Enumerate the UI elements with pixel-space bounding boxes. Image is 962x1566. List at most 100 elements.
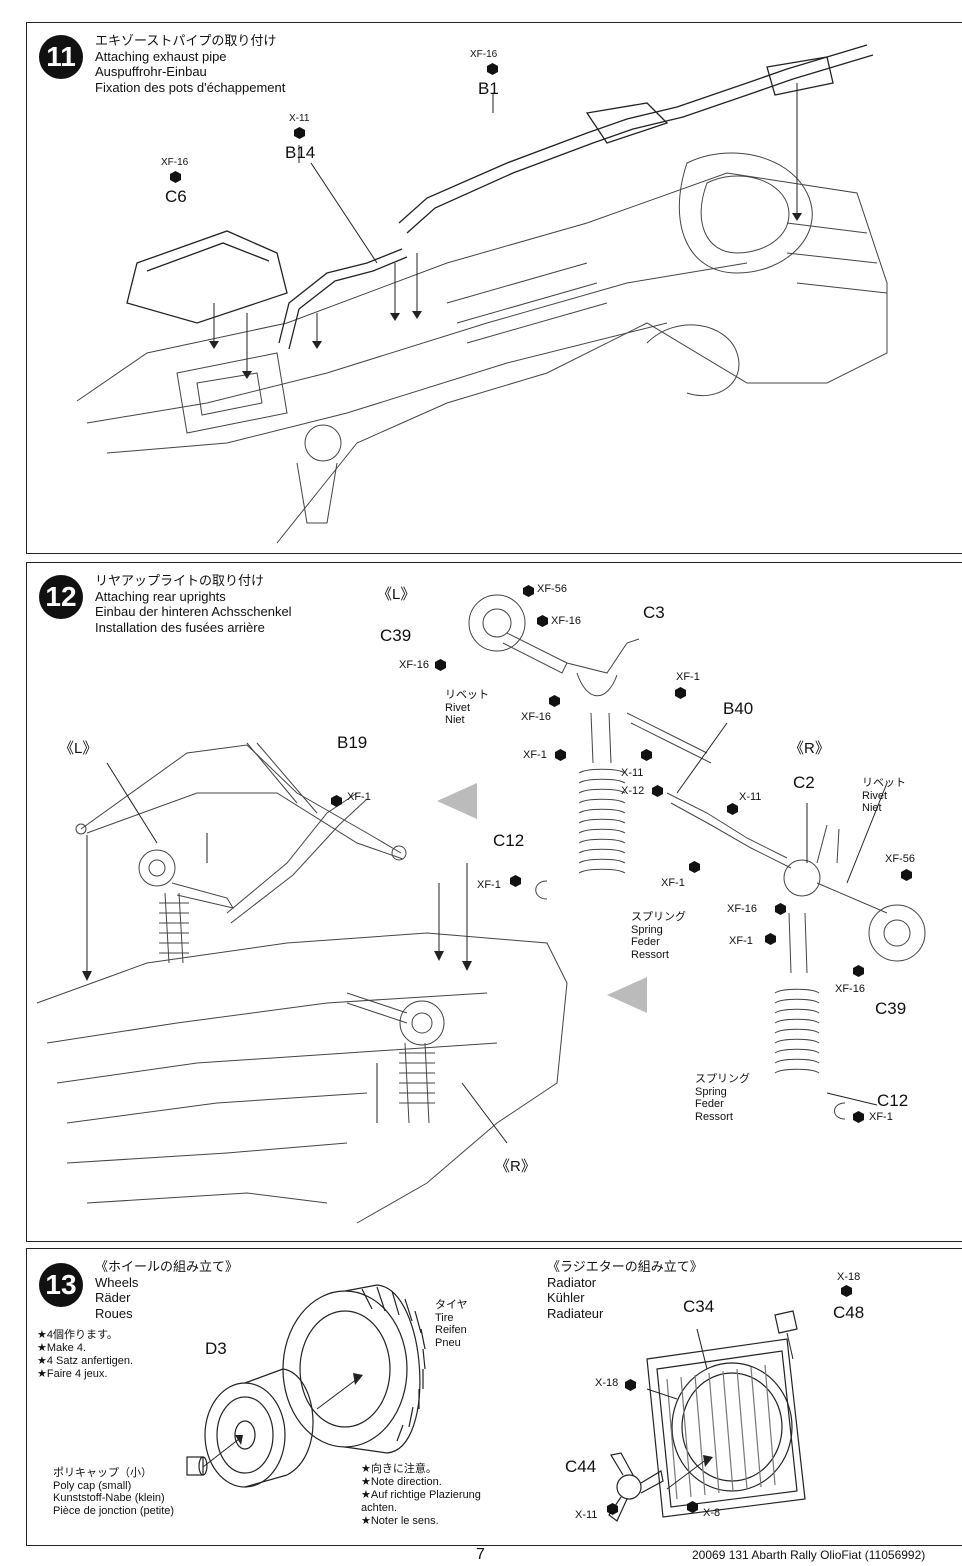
step-12-illustration xyxy=(36,594,926,1224)
step-12-panel: 12 リヤアップライトの取り付け Attaching rear uprights… xyxy=(26,562,962,1242)
polycap-label: ポリキャップ（小） Poly cap (small) Kunststoff-Na… xyxy=(53,1467,174,1517)
screw-icon xyxy=(537,615,548,627)
screw-label-x18: X-18 xyxy=(595,1377,619,1389)
step-11-illustration xyxy=(76,44,888,544)
screw-icon xyxy=(435,659,446,671)
screw-label-xf1: XF-1 xyxy=(869,1111,893,1123)
wheels-title: 《ホイールの組み立て》 Wheels Räder Roues xyxy=(95,1259,238,1321)
direction-note: ★向きに注意。 ★Note direction. ★Auf richtige P… xyxy=(361,1463,481,1528)
step-13-illustration xyxy=(186,1284,806,1522)
title-en: Attaching rear uprights xyxy=(95,588,226,604)
part-label-b14: B14 xyxy=(285,143,316,162)
screw-icon xyxy=(853,965,864,977)
screw-icon xyxy=(549,695,560,707)
title-fr: Fixation des pots d'échappement xyxy=(95,79,286,95)
title-en: Wheels xyxy=(95,1274,139,1290)
screw-icon xyxy=(727,803,738,815)
part-label-d3: D3 xyxy=(205,1339,227,1358)
screw-label-xf1: XF-1 xyxy=(523,749,547,761)
spring-ja: スプリング xyxy=(695,1073,750,1085)
screw-label-xf1: XF-1 xyxy=(676,671,700,683)
part-label-c2: C2 xyxy=(793,773,815,792)
screw-label-x11: X-11 xyxy=(739,791,762,803)
rivet-de: Niet xyxy=(445,714,465,726)
title-ja: リヤアップライトの取り付け xyxy=(95,573,265,588)
polycap-de: Kunststoff-Nabe (klein) xyxy=(53,1492,165,1504)
title-ja: 《ホイールの組み立て》 xyxy=(95,1259,239,1274)
screw-icon xyxy=(641,749,652,761)
step-11-title: エキゾーストパイプの取り付け Attaching exhaust pipe Au… xyxy=(95,33,285,95)
screw-icon xyxy=(775,903,786,915)
tire-en: Tire xyxy=(435,1311,454,1324)
screw-label-xf1: XF-1 xyxy=(477,879,501,891)
note-en: ★Note direction. xyxy=(361,1476,442,1488)
step-number-13: 13 xyxy=(39,1263,83,1307)
step-13-panel: 13 《ホイールの組み立て》 Wheels Räder Roues ★4個作りま… xyxy=(26,1248,962,1546)
spring-de: Feder xyxy=(631,936,660,948)
title-en: Radiator xyxy=(547,1274,597,1290)
title-fr: Installation des fusées arrière xyxy=(95,619,265,635)
screw-icon xyxy=(487,63,498,75)
title-de: Kühler xyxy=(547,1290,585,1305)
spring-ja: スプリング xyxy=(631,911,686,923)
screw-label-x11: X-11 xyxy=(575,1509,598,1521)
side-label-right: 《R》 xyxy=(789,740,830,757)
side-label-right: 《R》 xyxy=(495,1158,536,1175)
note-de: ★Auf richtige Plazierung xyxy=(361,1489,481,1501)
screw-label-xf16: XF-16 xyxy=(551,615,581,627)
note-fr: ★Faire 4 jeux. xyxy=(37,1368,108,1380)
part-label-c44: C44 xyxy=(565,1457,597,1476)
spring-en: Spring xyxy=(695,1085,727,1098)
screw-label-xf56: XF-56 xyxy=(885,853,915,865)
tire-de: Reifen xyxy=(435,1324,467,1336)
title-de: Einbau der hinteren Achsschenkel xyxy=(95,604,292,619)
rivet-en: Rivet xyxy=(862,789,888,802)
step-number-12: 12 xyxy=(39,575,83,619)
tire-fr: Pneu xyxy=(435,1336,461,1349)
side-label-left: 《L》 xyxy=(59,740,98,757)
rivet-ja: リベット xyxy=(445,689,489,701)
screw-icon xyxy=(510,875,521,887)
screw-icon xyxy=(901,869,912,881)
screw-icon xyxy=(523,585,534,597)
spring-de: Feder xyxy=(695,1098,724,1110)
screw-label-x11: X-11 xyxy=(621,767,644,779)
screw-label-xf56: XF-56 xyxy=(537,583,567,595)
part-label-c12: C12 xyxy=(493,831,525,850)
step-number-11: 11 xyxy=(39,35,83,79)
title-de: Räder xyxy=(95,1290,131,1305)
rivet-en: Rivet xyxy=(445,701,471,714)
screw-icon xyxy=(294,127,305,139)
screw-label-xf16: XF-16 xyxy=(521,711,551,723)
screw-icon xyxy=(607,1503,618,1515)
note-de: ★4 Satz anfertigen. xyxy=(37,1355,134,1367)
note-ja: ★4個作ります。 xyxy=(37,1329,118,1341)
step-11-panel: 11 エキゾーストパイプの取り付け Attaching exhaust pipe… xyxy=(26,22,962,554)
polycap-en: Poly cap (small) xyxy=(53,1479,132,1492)
note-ja: ★向きに注意。 xyxy=(361,1463,437,1475)
tire-ja: タイヤ xyxy=(435,1299,468,1311)
screw-label-xf16: XF-16 xyxy=(727,903,757,915)
part-label-c39: C39 xyxy=(875,999,907,1018)
title-fr: Roues xyxy=(95,1305,133,1321)
screw-label-xf1: XF-1 xyxy=(661,877,685,889)
screw-icon xyxy=(555,749,566,761)
radiator-title: 《ラジエターの組み立て》 Radiator Kühler Radiateur xyxy=(547,1259,703,1321)
screw-label-x18: X-18 xyxy=(837,1271,861,1283)
polycap-ja: ポリキャップ（小） xyxy=(53,1467,152,1479)
screw-icon xyxy=(170,171,181,183)
spring-label: スプリング Spring Feder Ressort xyxy=(695,1073,750,1123)
screw-label-xf16: XF-16 xyxy=(161,157,189,168)
rivet-label: リベット Rivet Niet xyxy=(862,777,906,815)
screw-icon xyxy=(689,861,700,873)
screw-label-x12: X-12 xyxy=(621,785,645,797)
rivet-de: Niet xyxy=(862,802,882,814)
note-de-cont: achten. xyxy=(361,1502,398,1514)
title-ja: 《ラジエターの組み立て》 xyxy=(547,1259,703,1274)
part-label-b1: B1 xyxy=(478,79,499,98)
title-de: Auspuffrohr-Einbau xyxy=(95,64,207,79)
part-label-c3: C3 xyxy=(643,603,665,622)
rivet-label: リベット Rivet Niet xyxy=(445,689,489,727)
screw-icon xyxy=(765,933,776,945)
screw-label-xf16: XF-16 xyxy=(470,49,498,60)
